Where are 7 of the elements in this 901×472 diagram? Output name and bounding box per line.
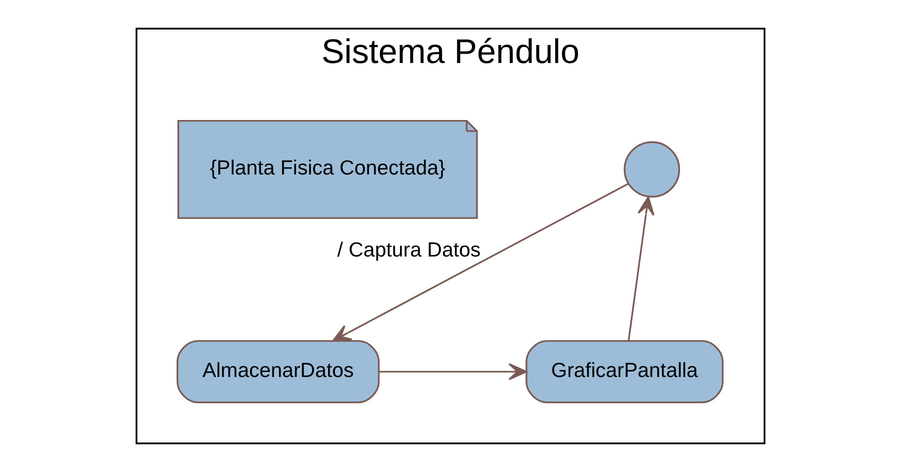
node-circle <box>624 141 680 198</box>
node-box: AlmacenarDatos <box>176 340 380 404</box>
node-box: GraficarPantalla <box>526 340 724 404</box>
arrow <box>332 182 629 342</box>
arrow <box>378 363 528 380</box>
arrow <box>628 196 654 341</box>
edge-label: / Captura Datos <box>337 238 481 262</box>
